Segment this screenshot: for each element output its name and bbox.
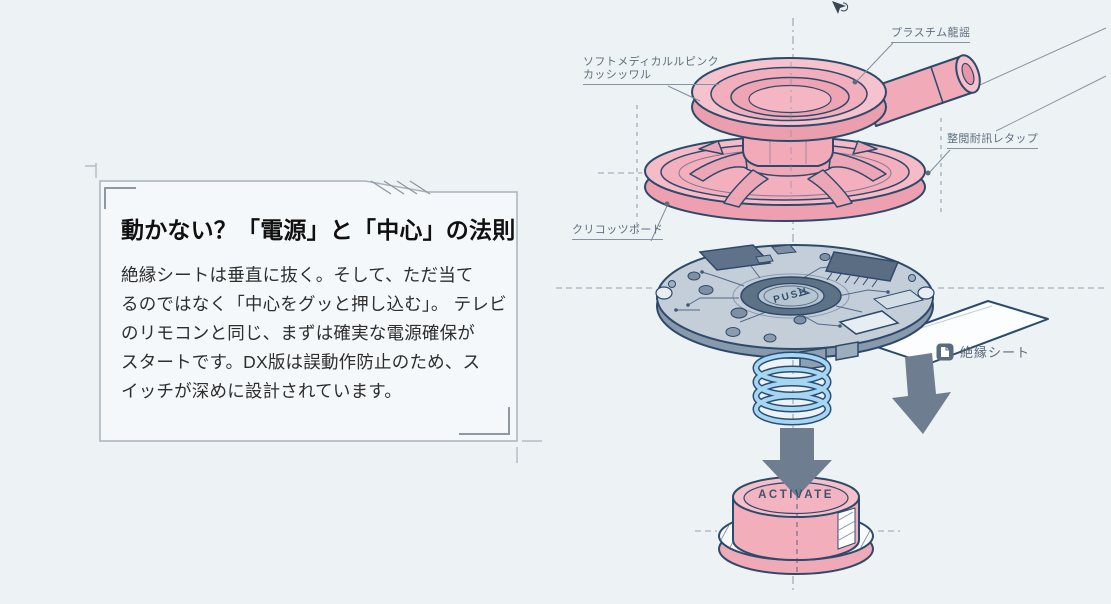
board-tab <box>835 341 859 361</box>
chestpiece <box>644 54 981 222</box>
leader-lines <box>650 42 951 242</box>
spring <box>752 351 832 426</box>
panel-body-line: 絶縁シートは垂直に抜く。そして、ただ当て <box>121 265 474 285</box>
tick-top-left <box>85 163 97 178</box>
components <box>668 244 925 343</box>
arrow-down-sheet <box>892 353 951 434</box>
panel-body-line: るのではなく「中心をグッと押し込む」。 テレビ <box>121 294 507 314</box>
label-soft-pink: ソフトメディカルルピンク カッシッワル <box>583 56 720 85</box>
sheet-icon <box>936 343 954 360</box>
disc-fins <box>689 140 887 208</box>
panel-body-line: イッチが深めに設計されています。 <box>121 381 402 401</box>
activate-label: ACTIVATE <box>758 489 834 501</box>
arrow-down-center <box>762 428 832 497</box>
panel-body-line: のリモコンと同じ、まずは確実な電源確保が <box>121 323 475 343</box>
tick-bottom-right <box>516 440 542 463</box>
panel-body-line: スタートです。DX版は誤動作防止のため、ス <box>121 352 481 372</box>
board-notch-right <box>917 286 935 300</box>
activate-button <box>718 476 874 575</box>
board-notch-left <box>655 286 673 300</box>
panel-body: 絶縁シートは垂直に抜く。そして、ただ当て るのではなく「中心をグッと押し込む」。… <box>121 261 513 406</box>
mouse-cursor-icon <box>832 1 849 14</box>
label-tap: 整閲耐訊レタップ <box>947 133 1039 149</box>
reference-lines <box>959 27 1107 132</box>
bell-ring <box>691 57 887 142</box>
circuit-traces <box>676 261 889 327</box>
info-panel-frame <box>85 163 542 463</box>
corner-bracket-bottom-right <box>459 407 510 435</box>
label-housing: プラスチム龍謡 <box>891 27 971 43</box>
pcb-board <box>655 244 935 371</box>
label-board: クリコッツボード <box>572 224 664 240</box>
panel-title: 動かない？「電源」と「中心」の法則 <box>121 217 516 243</box>
highlight-stripe <box>837 507 856 550</box>
corner-bracket-top-left <box>104 187 136 209</box>
leader-dots <box>664 79 931 207</box>
push-ring <box>740 276 842 316</box>
vias <box>674 270 890 328</box>
label-sheet: 絶縁シート <box>936 342 1030 361</box>
